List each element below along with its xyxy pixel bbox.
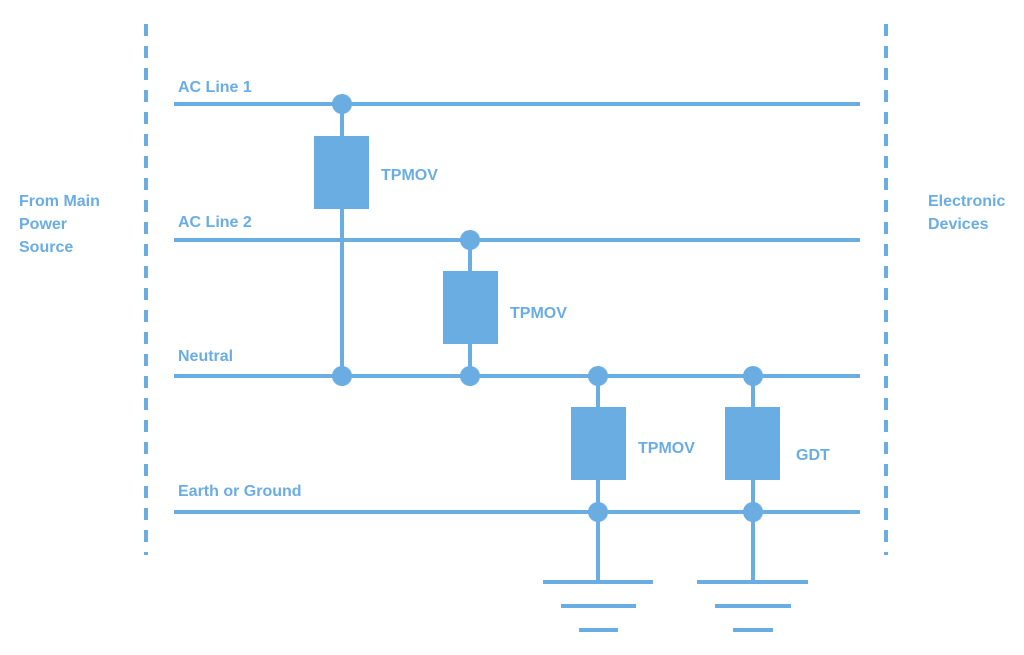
junction-node: [588, 502, 608, 522]
junction-node: [743, 366, 763, 386]
neutral-label: Neutral: [178, 348, 233, 365]
ac-line-1-label: AC Line 1: [178, 79, 252, 96]
gdt-component: GDT: [697, 366, 830, 632]
junction-node: [460, 230, 480, 250]
earth-ground-icon: [697, 580, 808, 632]
tpmov-component-2: TPMOV: [443, 230, 567, 386]
earth-ground-icon: [543, 580, 653, 632]
left-boundary-label-line: Source: [19, 239, 73, 256]
ground-label: Earth or Ground: [178, 483, 302, 500]
tpmov-body: [314, 136, 369, 209]
tpmov-label: TPMOV: [638, 440, 695, 457]
tpmov-body: [571, 407, 626, 480]
right-boundary-label-line: Devices: [928, 216, 989, 233]
tpmov-component-1: TPMOV: [314, 94, 438, 386]
left-boundary-label: From Main Power Source: [19, 193, 104, 256]
junction-node: [332, 366, 352, 386]
left-boundary-label-line: Power: [19, 216, 67, 233]
gdt-label: GDT: [796, 447, 830, 464]
junction-node: [743, 502, 763, 522]
tpmov-label: TPMOV: [381, 167, 438, 184]
junction-node: [588, 366, 608, 386]
tpmov-body: [443, 271, 498, 344]
ac-line-2-label: AC Line 2: [178, 214, 252, 231]
right-boundary-label-line: Electronic: [928, 193, 1005, 210]
tpmov-label: TPMOV: [510, 305, 567, 322]
gdt-body: [725, 407, 780, 480]
left-boundary-label-line: From Main: [19, 193, 100, 210]
junction-node: [460, 366, 480, 386]
right-boundary-label: Electronic Devices: [928, 193, 1010, 233]
tpmov-component-3: TPMOV: [543, 366, 695, 632]
junction-node: [332, 94, 352, 114]
